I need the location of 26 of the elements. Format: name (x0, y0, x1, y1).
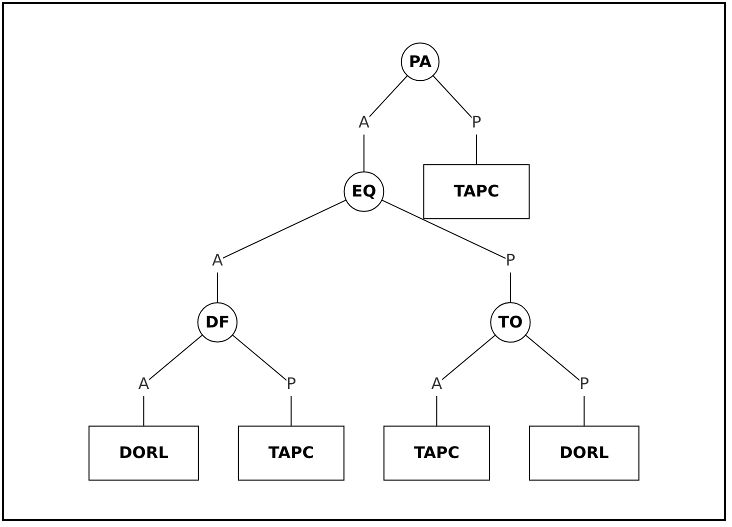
connector (525, 334, 585, 427)
node-circle (197, 302, 238, 342)
connector (432, 75, 478, 166)
edge-label: P (472, 112, 482, 132)
connector (232, 334, 292, 427)
node-circle (400, 42, 440, 82)
edge-label: P (579, 374, 590, 394)
connector (364, 75, 408, 172)
edge-label: A (138, 374, 150, 394)
connector (381, 199, 511, 304)
connector (436, 334, 496, 427)
node-box (238, 426, 344, 481)
node-box (529, 426, 640, 481)
node-box (88, 426, 199, 481)
node-circle (490, 302, 531, 343)
edge-label: A (431, 374, 442, 394)
node-circle (344, 171, 384, 212)
node-box (423, 164, 530, 220)
edge-label: A (358, 112, 370, 132)
connector (143, 334, 203, 427)
node-box (384, 426, 490, 481)
edge-label: P (286, 374, 296, 394)
edge-label: A (212, 250, 223, 270)
connector (217, 199, 347, 304)
diagram-border: A P A P A P A P PA EQ TAPC DF TO DORL TAPC TAPC DORL (2, 2, 726, 521)
edge-label: P (506, 250, 516, 270)
